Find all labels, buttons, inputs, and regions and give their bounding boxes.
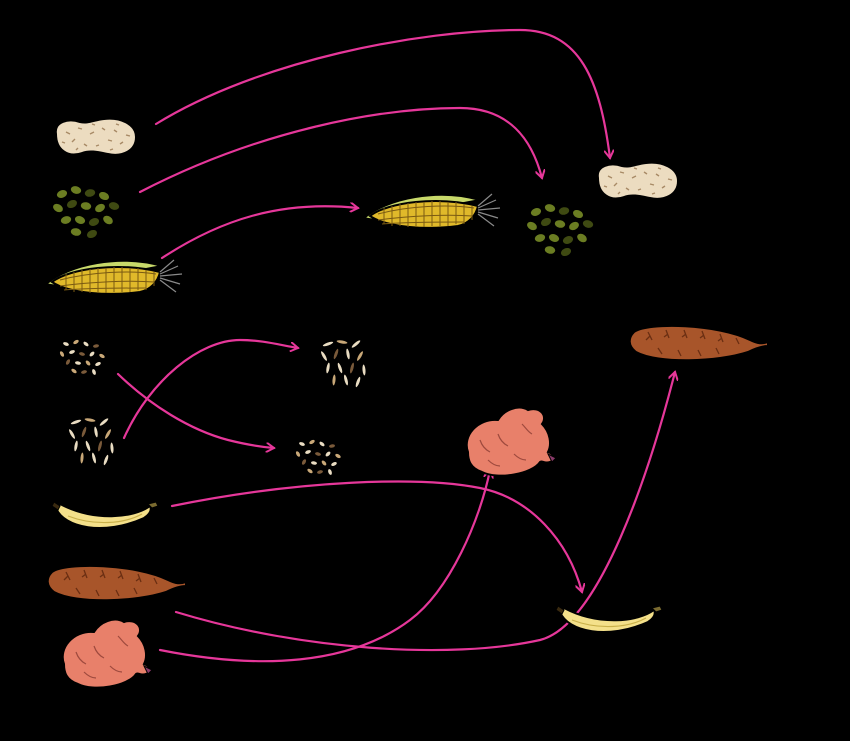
peanut-icon bbox=[54, 117, 137, 156]
grain-small-icon bbox=[57, 337, 107, 377]
bean-icon bbox=[49, 183, 122, 242]
arrow-corn bbox=[160, 206, 358, 260]
grain-small-icon bbox=[293, 437, 343, 477]
cassava-icon bbox=[46, 564, 188, 602]
cassava-icon bbox=[628, 324, 769, 362]
grain-long-icon bbox=[66, 416, 116, 467]
peanut-icon bbox=[596, 161, 679, 200]
arrow-peanut bbox=[154, 28, 610, 158]
bean-icon bbox=[523, 201, 596, 260]
arrow-grain-long bbox=[122, 338, 298, 440]
arrow-bean bbox=[138, 106, 542, 194]
grain-long-icon bbox=[318, 338, 368, 389]
sweet-potato-icon bbox=[465, 406, 557, 477]
arrows-layer bbox=[116, 28, 675, 663]
corn-icon bbox=[45, 259, 183, 300]
arrow-banana bbox=[170, 480, 582, 592]
banana-icon bbox=[51, 501, 159, 530]
source-column bbox=[45, 117, 188, 689]
corn-icon bbox=[363, 193, 501, 234]
arrow-sweetpotato bbox=[158, 470, 490, 663]
target-cluster bbox=[293, 161, 769, 634]
sweet-potato-icon bbox=[61, 618, 153, 689]
banana-icon bbox=[555, 605, 663, 634]
arrow-cassava bbox=[174, 372, 675, 652]
arrow-grain-small bbox=[116, 372, 274, 448]
